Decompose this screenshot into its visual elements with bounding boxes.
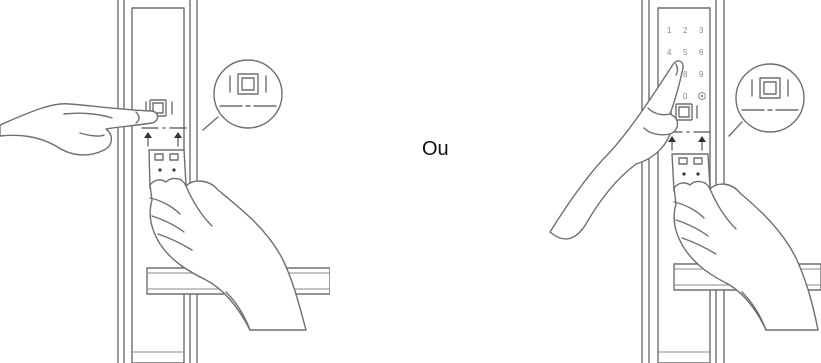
- key-8: 8: [683, 70, 688, 79]
- hand-pointing-keypad: [550, 61, 683, 239]
- illustration-fingerprint-lock: 9V: [0, 0, 330, 363]
- lock-drawing: 9V: [0, 0, 330, 363]
- hand-holding-battery: [150, 179, 306, 330]
- hand-pressing-sensor: [0, 104, 158, 155]
- illustration-keypad-lock: 1 2 3 4 5 6 7 8 9 0: [520, 0, 821, 363]
- key-1: 1: [667, 26, 672, 35]
- key-2: 2: [683, 26, 688, 35]
- key-9: 9: [699, 70, 704, 79]
- insert-arrows: [666, 132, 710, 150]
- separator-label: Ou: [422, 138, 449, 161]
- insert-arrows: [142, 128, 186, 146]
- key-6: 6: [699, 48, 704, 57]
- lock-key-icon: [699, 93, 706, 100]
- key-4: 4: [667, 48, 672, 57]
- magnifier-callout: [203, 60, 282, 130]
- hand-holding-battery: [674, 182, 818, 330]
- key-5: 5: [683, 48, 688, 57]
- key-0: 0: [683, 92, 688, 101]
- magnifier-callout: [729, 64, 804, 136]
- keypad-lock-drawing: 1 2 3 4 5 6 7 8 9 0: [520, 0, 821, 363]
- key-3: 3: [699, 26, 704, 35]
